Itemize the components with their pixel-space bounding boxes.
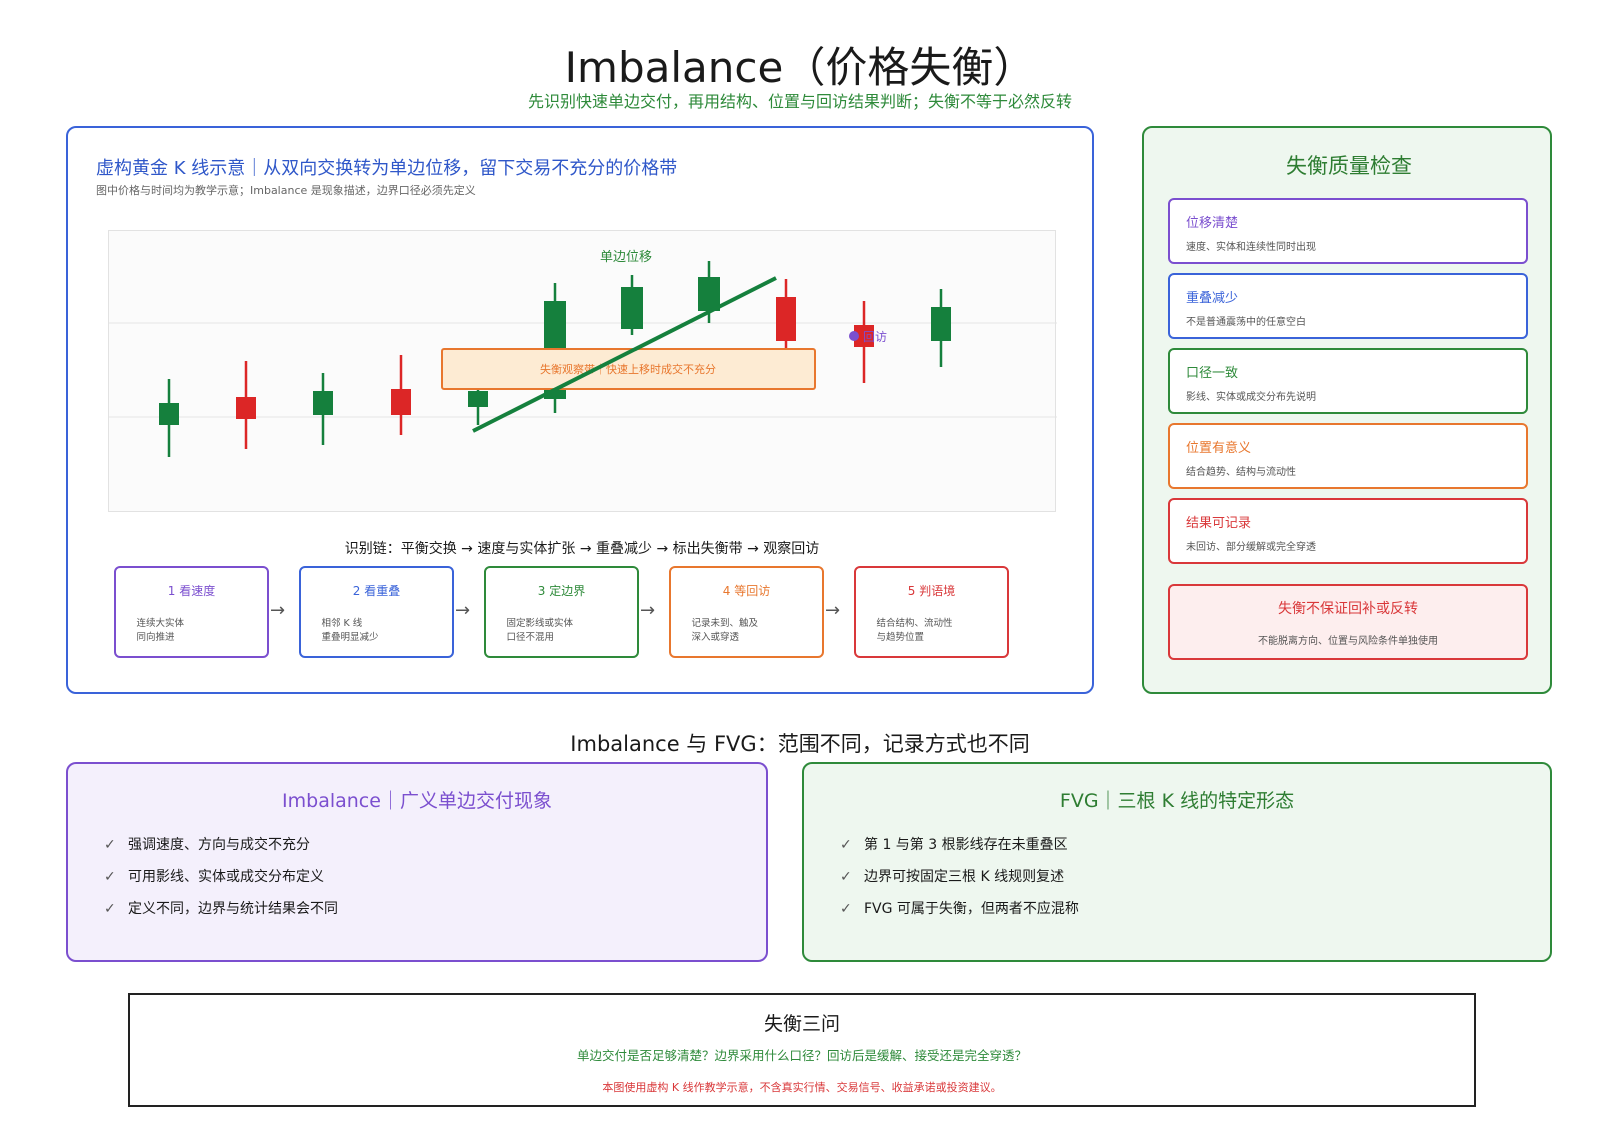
candle-7: [621, 275, 643, 335]
quality-warning-title: 失衡不保证回补或反转: [1278, 601, 1418, 617]
arrow-icon: →: [455, 600, 471, 621]
step-title: 2 看重叠: [352, 584, 401, 598]
check-icon: ✓: [104, 869, 116, 885]
imbalance-band: [441, 348, 816, 390]
list-item-text: 强调速度、方向与成交不充分: [128, 837, 310, 853]
identification-chain: 识别链：平衡交换 → 速度与实体扩张 → 重叠减少 → 标出失衡带 → 观察回访: [344, 541, 820, 557]
quality-check-panel: 失衡质量检查 位移清楚 速度、实体和连续性同时出现 重叠减少 不是普通震荡中的任…: [1142, 126, 1552, 694]
candle-9: [776, 279, 796, 349]
candle-1: [159, 379, 179, 457]
list-item-text: FVG 可属于失衡，但两者不应混称: [864, 901, 1079, 917]
fvg-panel: FVG｜三根 K 线的特定形态 ✓ 第 1 与第 3 根影线存在未重叠区 ✓ 边界可…: [802, 762, 1552, 962]
three-questions-title: 失衡三问: [763, 1013, 840, 1035]
disclaimer: 本图使用虚构 K 线作教学示意，不含真实行情、交易信号、收益承诺或投资建议。: [602, 1081, 1002, 1094]
list-item: ✓ 定义不同，边界与统计结果会不同: [104, 898, 338, 930]
quality-warning: 失衡不保证回补或反转 不能脱离方向、位置与风险条件单独使用: [1168, 584, 1528, 660]
step-desc: 记录未到、触及 深入或穿透: [691, 618, 759, 643]
comparison-heading: Imbalance 与 FVG：范围不同，记录方式也不同: [570, 732, 1030, 756]
quality-card-desc: 影线、实体或成交分布先说明: [1186, 392, 1316, 403]
imbalance-panel: Imbalance｜广义单边交付现象 ✓ 强调速度、方向与成交不充分 ✓ 可用影线、…: [66, 762, 768, 962]
candlestick-chart: 失衡观察带｜快速上移时成交不充分 单边位移 回访: [108, 230, 1057, 512]
list-item: ✓ 边界可按固定三根 K 线规则复述: [840, 866, 1079, 898]
imbalance-title: Imbalance｜广义单边交付现象: [282, 790, 552, 812]
quality-card-title: 重叠减少: [1186, 291, 1239, 306]
quality-heading: 失衡质量检查: [1286, 154, 1412, 178]
arrow-icon: →: [270, 600, 286, 621]
quality-card-title: 口径一致: [1186, 366, 1239, 381]
step-title: 1 看速度: [167, 584, 216, 598]
imbalance-list: ✓ 强调速度、方向与成交不充分 ✓ 可用影线、实体或成交分布定义 ✓ 定义不同，边界与…: [104, 834, 338, 930]
list-item-text: 定义不同，边界与统计结果会不同: [128, 901, 338, 917]
candle-2: [236, 361, 256, 449]
candle-3: [313, 373, 333, 445]
illustration-heading: 虚构黄金 K 线示意｜从双向交换转为单边位移，留下交易不充分的价格带: [96, 158, 678, 179]
quality-card-desc: 未回访、部分缓解或完全穿透: [1186, 542, 1316, 553]
three-questions-text: 单边交付是否足够清楚？边界采用什么口径？回访后是缓解、接受还是完全穿透？: [576, 1048, 1027, 1063]
fvg-title: FVG｜三根 K 线的特定形态: [1059, 790, 1295, 812]
check-icon: ✓: [840, 869, 852, 885]
step-title: 5 判语境: [907, 584, 956, 598]
step-boundary: 3 定边界 固定影线或实体 口径不混用: [484, 566, 639, 658]
quality-card-desc: 不是普通震荡中的任意空白: [1186, 317, 1306, 328]
revisit-marker: [849, 331, 859, 341]
revisit-label: 回访: [863, 330, 887, 344]
quality-card-desc: 结合趋势、结构与流动性: [1186, 467, 1296, 478]
quality-card-overlap: 重叠减少 不是普通震荡中的任意空白: [1168, 273, 1528, 339]
quality-card-desc: 速度、实体和连续性同时出现: [1186, 242, 1316, 253]
step-context: 5 判语境 结合结构、流动性 与趋势位置: [854, 566, 1009, 658]
quality-card-title: 结果可记录: [1186, 516, 1252, 531]
check-icon: ✓: [104, 901, 116, 917]
single-move-label: 单边位移: [600, 249, 652, 264]
illustration-panel: 虚构黄金 K 线示意｜从双向交换转为单边位移，留下交易不充分的价格带 图中价格与…: [66, 126, 1094, 694]
step-revisit: 4 等回访 记录未到、触及 深入或穿透: [669, 566, 824, 658]
quality-card-title: 位移清楚: [1186, 216, 1239, 231]
illustration-note: 图中价格与时间均为教学示意；Imbalance 是现象描述，边界口径必须先定义: [96, 184, 476, 197]
step-desc: 连续大实体 同向推进: [136, 618, 185, 643]
step-overlap: 2 看重叠 相邻 K 线 重叠明显减少: [299, 566, 454, 658]
list-item: ✓ FVG 可属于失衡，但两者不应混称: [840, 898, 1079, 930]
trend-line: [472, 276, 777, 433]
step-desc: 固定影线或实体 口径不混用: [506, 618, 574, 643]
list-item: ✓ 第 1 与第 3 根影线存在未重叠区: [840, 834, 1079, 866]
check-icon: ✓: [104, 837, 116, 853]
quality-warning-desc: 不能脱离方向、位置与风险条件单独使用: [1258, 636, 1438, 647]
candle-10: [854, 301, 874, 383]
list-item-text: 边界可按固定三根 K 线规则复述: [864, 869, 1065, 885]
quality-card-title: 位置有意义: [1186, 441, 1252, 456]
list-item-text: 第 1 与第 3 根影线存在未重叠区: [864, 837, 1068, 853]
quality-card-consistency: 口径一致 影线、实体或成交分布先说明: [1168, 348, 1528, 414]
list-item: ✓ 强调速度、方向与成交不充分: [104, 834, 338, 866]
candle-11: [931, 289, 951, 367]
quality-card-location: 位置有意义 结合趋势、结构与流动性: [1168, 423, 1528, 489]
step-desc: 相邻 K 线 重叠明显减少: [321, 618, 379, 643]
three-questions-panel: 失衡三问 单边交付是否足够清楚？边界采用什么口径？回访后是缓解、接受还是完全穿透…: [128, 993, 1476, 1107]
check-icon: ✓: [840, 901, 852, 917]
candle-4: [391, 355, 411, 435]
arrow-icon: →: [640, 600, 656, 621]
step-title: 4 等回访: [722, 584, 771, 598]
list-item-text: 可用影线、实体或成交分布定义: [128, 869, 324, 885]
quality-card-record: 结果可记录 未回访、部分缓解或完全穿透: [1168, 498, 1528, 564]
step-speed: 1 看速度 连续大实体 同向推进: [114, 566, 269, 658]
candlestick-svg: 失衡观察带｜快速上移时成交不充分 单边位移 回访: [109, 249, 1057, 457]
quality-card-displacement: 位移清楚 速度、实体和连续性同时出现: [1168, 198, 1528, 264]
step-desc: 结合结构、流动性 与趋势位置: [876, 618, 953, 643]
imbalance-band-label: 失衡观察带｜快速上移时成交不充分: [540, 362, 716, 376]
page-title: Imbalance（价格失衡）: [564, 43, 1036, 92]
list-item: ✓ 可用影线、实体或成交分布定义: [104, 866, 338, 898]
arrow-icon: →: [825, 600, 841, 621]
fvg-list: ✓ 第 1 与第 3 根影线存在未重叠区 ✓ 边界可按固定三根 K 线规则复述 ✓ F…: [840, 834, 1079, 930]
page-subtitle: 先识别快速单边交付，再用结构、位置与回访结果判断；失衡不等于必然反转: [527, 92, 1072, 111]
step-title: 3 定边界: [537, 584, 586, 598]
check-icon: ✓: [840, 837, 852, 853]
